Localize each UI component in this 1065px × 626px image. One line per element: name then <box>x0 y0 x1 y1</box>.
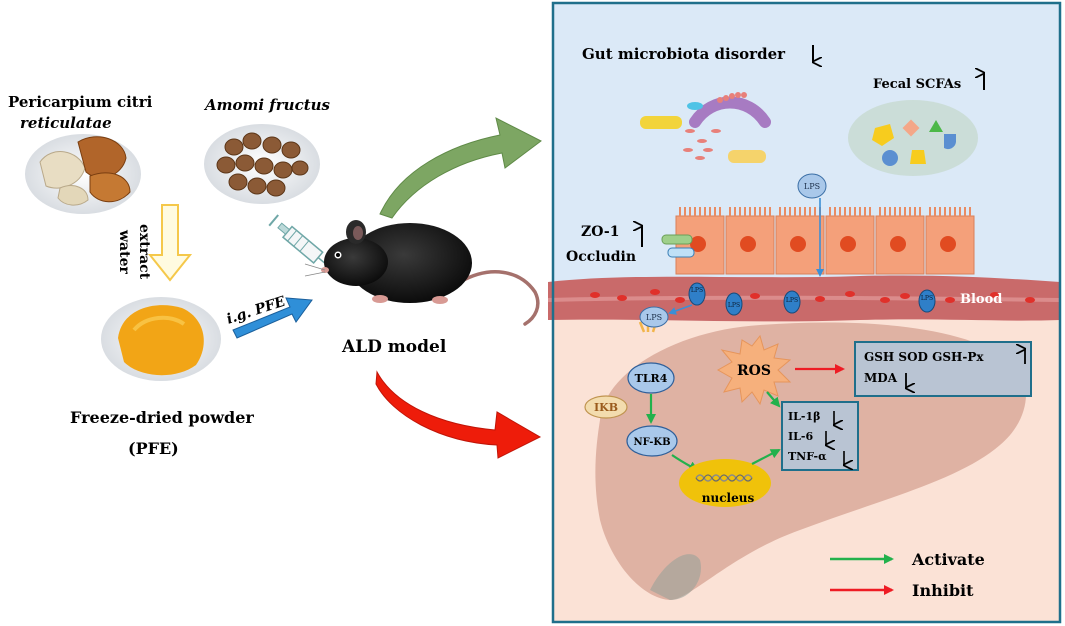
herbs-section: Pericarpium citri reticulatae Amomi fruc… <box>8 93 542 459</box>
red-blood-cell <box>990 292 1000 298</box>
tight-junction-icon <box>661 234 695 258</box>
nucleus: nucleus <box>679 459 771 507</box>
red-blood-cell <box>750 293 760 299</box>
blood-vessel: Blood <box>547 275 1061 322</box>
svg-text:LPS: LPS <box>728 302 740 309</box>
svg-text:ROS: ROS <box>737 363 771 379</box>
lps-label-lumen: LPS <box>804 182 820 191</box>
occludin-label: Occludin <box>566 249 636 265</box>
il6-label: IL-6 <box>788 430 813 443</box>
legend-inhibit-label: Inhibit <box>912 581 974 600</box>
red-blood-cell <box>590 292 600 298</box>
tlr4-node: TLR4 <box>627 362 675 394</box>
extract-arrow <box>147 204 193 282</box>
svg-text:IKB: IKB <box>594 401 618 414</box>
ald-model-label: ALD model <box>341 337 447 357</box>
pericarpium-plate <box>25 134 141 214</box>
nucleus-label: nucleus <box>702 491 755 505</box>
epithelial-cell <box>925 207 975 275</box>
svg-text:NF-KB: NF-KB <box>633 437 670 448</box>
red-curved-arrow <box>375 370 542 459</box>
svg-text:LPS: LPS <box>921 295 933 302</box>
oxidative-markers-box: GSH SOD GSH-Px MDA <box>854 341 1032 397</box>
syringe-icon <box>268 214 333 270</box>
activate-arrow-nucleus-cytokines <box>751 449 781 465</box>
mda-label: MDA <box>864 371 898 385</box>
il1b-label: IL-1β <box>788 410 820 423</box>
svg-text:LPS: LPS <box>786 297 798 304</box>
tnf-label: TNF-α <box>788 450 827 463</box>
powder-label: Freeze-dried powder <box>70 408 254 427</box>
svg-text:LPS: LPS <box>646 313 662 322</box>
legend-activate-label: Activate <box>911 550 985 569</box>
blood-label: Blood <box>960 292 1002 307</box>
amomi-plate <box>204 124 320 204</box>
svg-text:LPS: LPS <box>691 287 703 294</box>
epithelial-cell <box>825 207 875 275</box>
panel-border <box>551 1 1062 624</box>
lps-lumen: LPS <box>797 173 827 277</box>
epithelial-cell <box>725 207 775 275</box>
zo1-label: ZO-1 <box>581 224 619 240</box>
gallbladder <box>650 554 701 600</box>
red-blood-cell <box>845 291 855 297</box>
mouse-icon <box>304 220 540 326</box>
red-blood-cell <box>945 297 955 303</box>
scfa-label: Fecal SCFAs <box>873 77 961 92</box>
scfa-cloud <box>848 100 978 176</box>
red-blood-cell <box>1025 297 1035 303</box>
gut-microbiota-group <box>640 92 771 163</box>
ros-node: ROS <box>716 334 792 406</box>
epithelial-cell <box>675 207 725 275</box>
legend: Activate Inhibit <box>830 550 985 600</box>
red-blood-cell <box>900 293 910 299</box>
red-blood-cell <box>880 297 890 303</box>
ikb-node: IKB <box>584 395 628 419</box>
pfe-label: (PFE) <box>128 439 179 458</box>
gavage-arrow <box>232 297 313 339</box>
activate-arrow-ros-cytokines <box>766 391 781 408</box>
intestinal-epithelium <box>675 207 975 275</box>
lps-blood: LPS LPS LPS LPS <box>668 282 936 316</box>
nfkb-node: NF-KB <box>626 425 678 457</box>
lps-receptor-complex: LPS <box>638 306 669 333</box>
cytokine-box: IL-1β IL-6 TNF-α <box>781 401 859 471</box>
svg-text:TLR4: TLR4 <box>635 372 668 385</box>
mechanism-panel: LPS Blood LPS LPS LPS LPS LPS <box>547 1 1062 624</box>
red-blood-cell <box>650 289 660 295</box>
pericarpium-label-2: reticulatae <box>20 114 112 132</box>
microbiota-label: Gut microbiota disorder <box>582 45 786 63</box>
red-blood-cell <box>815 296 825 302</box>
powder-plate <box>101 297 221 381</box>
red-blood-cell <box>675 297 685 303</box>
red-blood-cell <box>617 295 627 301</box>
green-curved-arrow <box>379 117 542 219</box>
pericarpium-label: Pericarpium citri <box>8 93 153 111</box>
water-label: water <box>116 229 132 274</box>
epithelial-cell <box>775 207 825 275</box>
amomi-label: Amomi fructus <box>203 96 331 114</box>
extract-label: extract <box>136 224 152 280</box>
epithelial-cell <box>875 207 925 275</box>
antioxidant-label: GSH SOD GSH-Px <box>864 350 984 364</box>
